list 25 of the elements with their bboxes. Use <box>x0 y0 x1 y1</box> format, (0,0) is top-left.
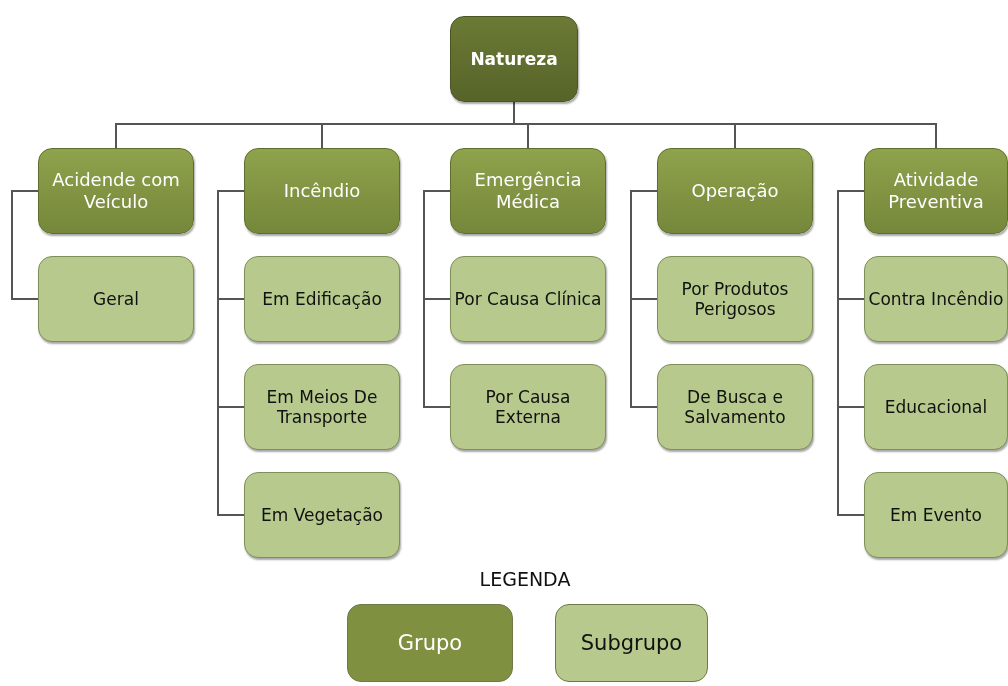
connector-line <box>217 190 245 516</box>
subgroup-box: Contra Incêndio <box>864 256 1008 342</box>
connector-line <box>837 190 865 516</box>
group-box: Atividade Preventiva <box>864 148 1008 234</box>
group-box: Operação <box>657 148 813 234</box>
subgroup-box: De Busca e Salvamento <box>657 364 813 450</box>
subgroup-box: Por Causa Clínica <box>450 256 606 342</box>
subgroup-box: Em Evento <box>864 472 1008 558</box>
subgroup-box: Em Vegetação <box>244 472 400 558</box>
connector-line <box>423 190 451 408</box>
legend-key: Subgrupo <box>555 604 708 682</box>
subgroup-box: Por Produtos Perigosos <box>657 256 813 342</box>
legend-key: Grupo <box>347 604 513 682</box>
root-box: Natureza <box>450 16 578 102</box>
subgroup-box: Por Causa Externa <box>450 364 606 450</box>
group-box: Emergência Médica <box>450 148 606 234</box>
subgroup-box: Em Meios De Transporte <box>244 364 400 450</box>
subgroup-box: Educacional <box>864 364 1008 450</box>
connector-line <box>630 190 658 408</box>
subgroup-box: Em Edificação <box>244 256 400 342</box>
connector-line <box>11 190 39 300</box>
group-box: Incêndio <box>244 148 400 234</box>
group-box: Acidende com Veículo <box>38 148 194 234</box>
subgroup-box: Geral <box>38 256 194 342</box>
legend-title: LEGENDA <box>478 568 572 590</box>
